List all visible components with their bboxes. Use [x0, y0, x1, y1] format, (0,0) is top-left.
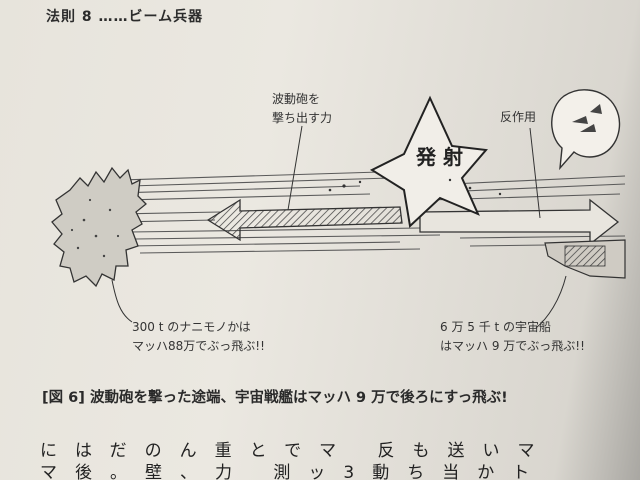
- leader-lines: [111, 125, 567, 329]
- fire-text: 発 射: [416, 145, 463, 169]
- target-speed-label: 300 t のナニモノかは マッハ88万でぶっ飛ぶ!!: [132, 320, 265, 353]
- debris-dots: [328, 178, 502, 196]
- reaction-label: 反作用: [500, 110, 537, 124]
- beam-force-arrow: [206, 198, 403, 242]
- reaction-arrow: [419, 198, 620, 246]
- body-text-row-2: マ後。壁、力 測ッ3動ち当かト: [40, 463, 548, 480]
- figure-caption: [図 6] 波動砲を撃った途端、宇宙戦艦はマッハ 9 万で後ろにすっ飛ぶ!: [42, 390, 508, 406]
- fire-starburst: [369, 95, 488, 229]
- ship-detail: [564, 245, 606, 267]
- explosion-cloud: [51, 166, 147, 288]
- beam-force-label: 波動砲を 撃ち出す力: [272, 92, 333, 125]
- cloud-dots: [70, 198, 120, 258]
- chapter-header: 法則 8 ……ビーム兵器: [46, 9, 204, 25]
- sweat-drop-icon: [572, 104, 602, 132]
- ship-speed-label: 6 万 5 千 t の宇宙船 はマッハ 9 万でぶっ飛ぶ!!: [440, 320, 585, 353]
- body-text-row-1: にはだのん重とでマ 反も送いマ: [40, 441, 553, 461]
